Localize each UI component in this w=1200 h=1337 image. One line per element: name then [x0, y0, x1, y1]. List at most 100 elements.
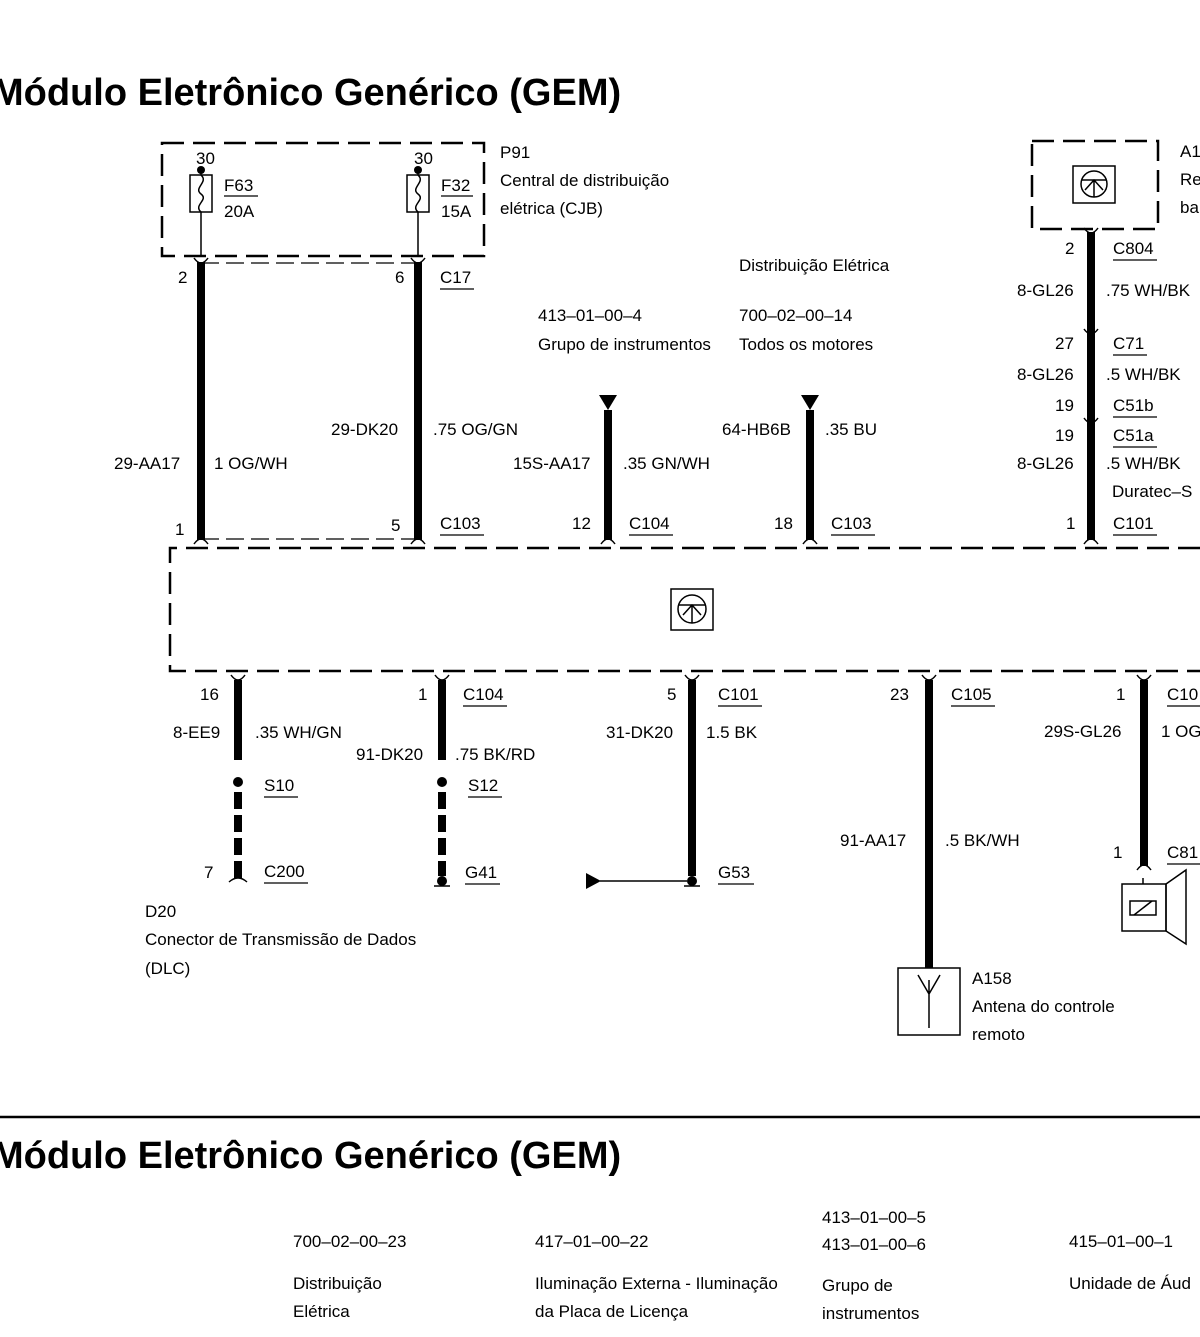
pin-label: 1 — [1116, 685, 1125, 704]
antenna-box — [897, 967, 961, 1036]
reference-arrow — [801, 395, 819, 410]
circuit-label: 29-DK20 — [331, 420, 398, 439]
wire-31-dk20: 5 C101 31-DK20 1.5 BK G53 — [586, 674, 762, 889]
gauge-label: .5 WH/BK — [1106, 454, 1181, 473]
module-icon — [670, 588, 714, 631]
gauge-label: .5 WH/BK — [1106, 365, 1181, 384]
wire-91-aa17: 23 C105 91-AA17 .5 BK/WH — [840, 674, 1020, 968]
dlc-component: D20 Conector de Transmissão de Dados (DL… — [145, 902, 416, 978]
gauge-label: .5 BK/WH — [945, 831, 1020, 850]
gauge-label: .75 BK/RD — [455, 745, 535, 764]
ref1-code: 413–01–00–4 — [538, 306, 642, 325]
cjb-name-line2: elétrica (CJB) — [500, 199, 603, 218]
connector-label: C200 — [264, 862, 305, 881]
antenna-id: A158 — [972, 969, 1012, 988]
wire-91-dk20: 1 C104 91-DK20 .75 BK/RD S12 G41 — [356, 674, 535, 887]
reference-arrow — [586, 873, 601, 889]
ground-label: G41 — [465, 863, 497, 882]
circuit-label: 29-AA17 — [114, 454, 180, 473]
a1-component: A1 Re ba — [1030, 139, 1200, 231]
fuse-id: F63 — [224, 176, 253, 195]
pin-label: 23 — [890, 685, 909, 704]
wire-8-ee9: 16 8-EE9 .35 WH/GN S10 7 C200 — [173, 674, 342, 884]
wire-15s-aa17: 15S-AA17 .35 GN/WH 12 C104 — [513, 395, 710, 545]
a1-id: A1 — [1180, 142, 1200, 161]
gauge-label: .35 BU — [825, 420, 877, 439]
ref-code: 415–01–00–1 — [1069, 1232, 1173, 1251]
cjb-name-line1: Central de distribuição — [500, 171, 669, 190]
pin-label: 1 — [175, 520, 184, 539]
gem-outline — [168, 546, 1200, 673]
fuse-f63: 30 F63 20A — [189, 149, 258, 256]
a1-outline — [1030, 139, 1160, 231]
ref2-text: Todos os motores — [739, 335, 873, 354]
splice-dot — [233, 777, 243, 787]
connector-label: C104 — [463, 685, 504, 704]
wire-64-hb6b: 64-HB6B .35 BU 18 C103 — [722, 395, 877, 545]
connector-label: C103 — [440, 514, 481, 533]
antenna-icon — [917, 974, 941, 1028]
pin-label: 6 — [395, 268, 404, 287]
connector-label: C101 — [1113, 514, 1154, 533]
circuit-label: 91-AA17 — [840, 831, 906, 850]
ground-icon — [687, 876, 697, 886]
fuse-rating: 20A — [224, 202, 255, 221]
pin-label: 1 — [418, 685, 427, 704]
ref-text-line2: da Placa de Licença — [535, 1302, 689, 1321]
gauge-label: 1 OG/WH — [214, 454, 288, 473]
top-references: Distribuição Elétrica 413–01–00–4 Grupo … — [538, 256, 890, 354]
connector-label: C104 — [629, 514, 670, 533]
gem-module — [168, 546, 1200, 673]
cjb-component: 30 F63 20A 30 F32 15A P91 Central de dis… — [160, 141, 669, 258]
reference-arrow — [599, 395, 617, 410]
ref-code: 417–01–00–22 — [535, 1232, 648, 1251]
module-icon — [1072, 165, 1116, 204]
circuit-label: 64-HB6B — [722, 420, 791, 439]
pin-label: 19 — [1055, 396, 1074, 415]
connector-label: C51b — [1113, 396, 1154, 415]
circuit-label: 91-DK20 — [356, 745, 423, 764]
wire-29-dk20: 6 C17 29-DK20 .75 OG/GN 5 C103 — [331, 257, 518, 545]
gauge-label: .75 WH/BK — [1106, 281, 1191, 300]
connector-label: C105 — [951, 685, 992, 704]
ref-text-line2: instrumentos — [822, 1304, 919, 1323]
circuit-label: 15S-AA17 — [513, 454, 591, 473]
ref2-code: 700–02–00–14 — [739, 306, 852, 325]
circuit-label: 8-GL26 — [1017, 454, 1074, 473]
connector-label: C10 — [1167, 685, 1198, 704]
pin-label: 1 — [1066, 514, 1075, 533]
fuse-pin: 30 — [196, 149, 215, 168]
fuse-rating: 15A — [441, 202, 472, 221]
connector-label: C103 — [831, 514, 872, 533]
pin-label: 7 — [204, 863, 213, 882]
connector-label: C71 — [1113, 334, 1144, 353]
a1-label-line2: ba — [1180, 198, 1199, 217]
connector-label: C81 — [1167, 843, 1198, 862]
circuit-label: 31-DK20 — [606, 723, 673, 742]
circuit-label: 8-EE9 — [173, 723, 220, 742]
circuit-label: 29S-GL26 — [1044, 722, 1122, 741]
pin-label: 5 — [667, 685, 676, 704]
pin-label: 5 — [391, 516, 400, 535]
gauge-label: .75 OG/GN — [433, 420, 518, 439]
splice-label: S10 — [264, 776, 294, 795]
pin-label: 2 — [1065, 239, 1074, 258]
speaker-cone-icon — [1165, 868, 1187, 946]
fuse-id: F32 — [441, 176, 470, 195]
cjb-outline — [160, 141, 486, 258]
pin-label: 19 — [1055, 426, 1074, 445]
cjb-id: P91 — [500, 143, 530, 162]
antenna-name-line2: remoto — [972, 1025, 1025, 1044]
ground-label: G53 — [718, 863, 750, 882]
ref-text-line1: Grupo de — [822, 1276, 893, 1295]
wire-8-gl26: 2 C804 8-GL26 .75 WH/BK 27 C71 8-GL26 .5… — [1017, 227, 1192, 545]
antenna-component: A158 Antena do controle remoto — [897, 967, 1115, 1044]
ref-text-line1: Unidade de Áud — [1069, 1274, 1191, 1293]
splice-label: S12 — [468, 776, 498, 795]
splice-dot — [437, 777, 447, 787]
fuse-f32: 30 F32 15A — [406, 149, 473, 256]
speaker-component — [1121, 868, 1187, 946]
gauge-label: 1 OG — [1161, 722, 1200, 741]
section-title: Módulo Eletrônico Genérico (GEM) — [0, 1135, 621, 1177]
